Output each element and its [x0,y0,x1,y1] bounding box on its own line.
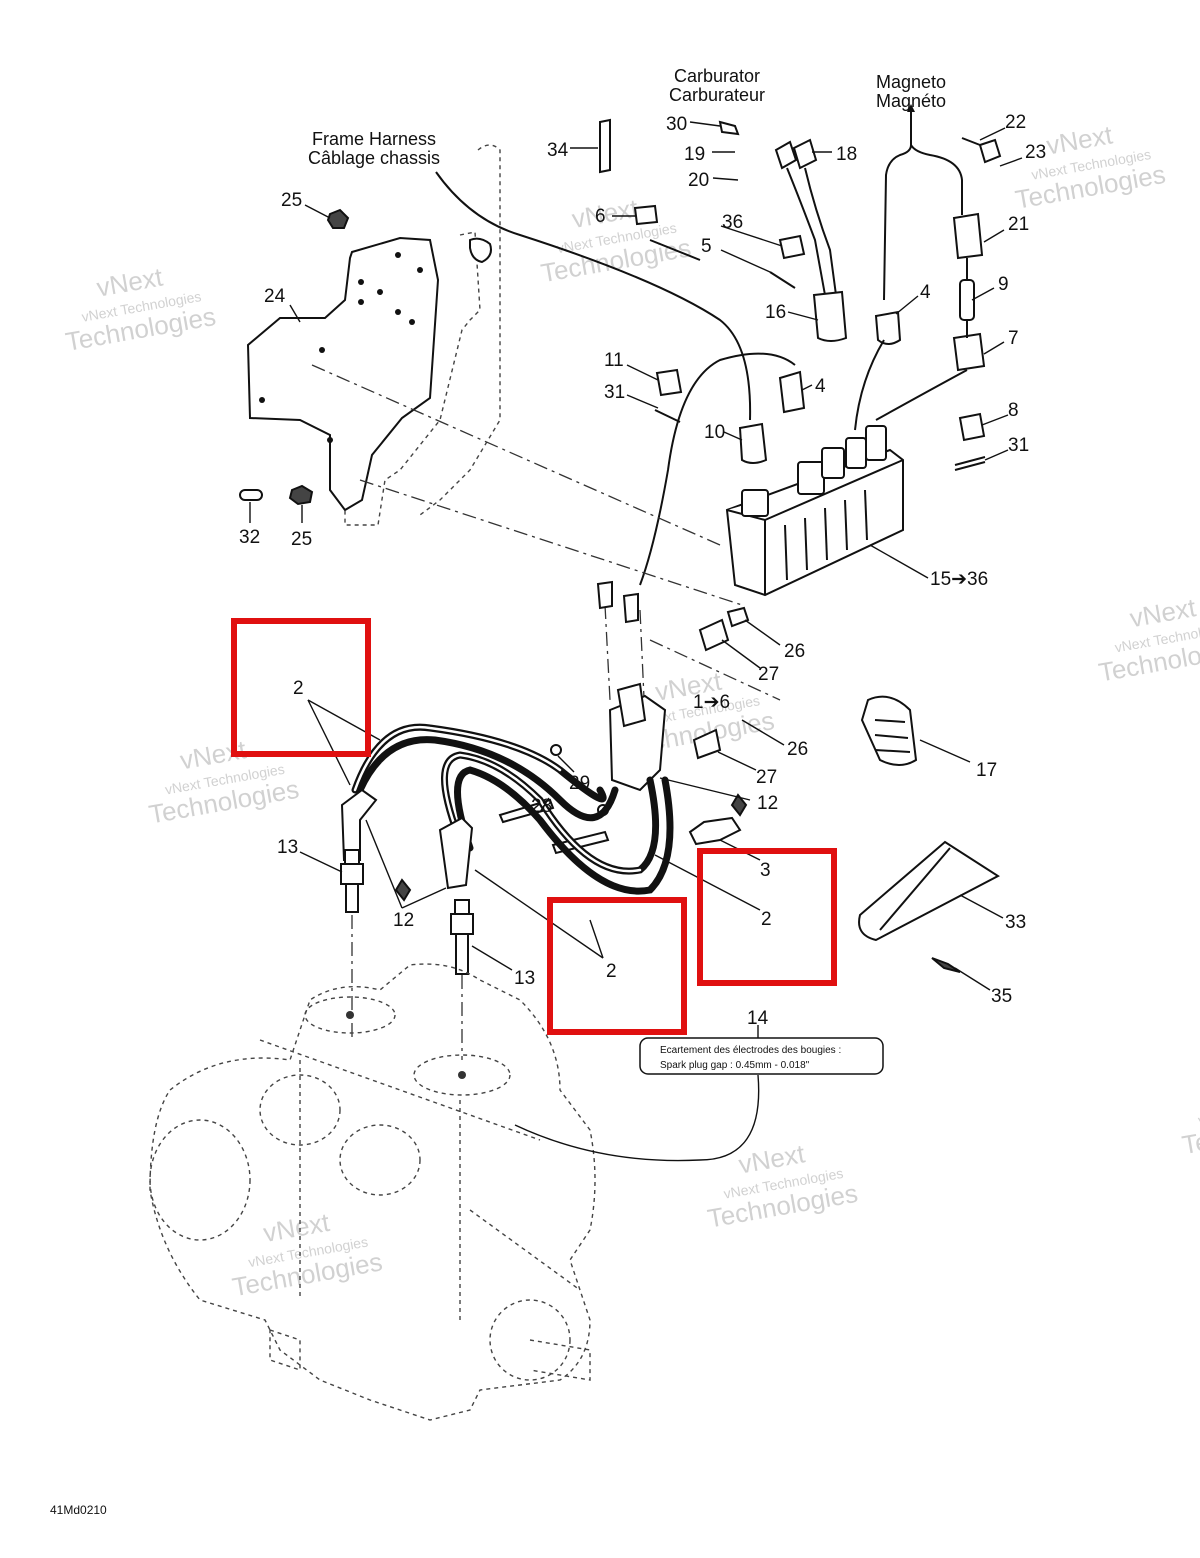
callout-7: 7 [1008,328,1019,349]
spark-plugs [340,793,748,975]
carburetor-connectors [599,118,848,342]
watermark-6: vNext vNext Technologies Technologies [1096,592,1200,687]
carburetor-heading: Carburator [674,66,760,86]
heat-shield [858,840,1000,973]
callout-27: 27 [756,767,777,788]
watermark-4: vNext vNext Technologies Technologies [147,734,302,829]
watermark-2: vNext vNext Technologies Technologies [539,193,694,288]
callout-30: 30 [666,114,687,135]
watermark-8: vNext vNext Technologies Technologies [705,1138,860,1233]
high-tension-cables [351,723,674,895]
gap-note-en: Spark plug gap : 0.45mm - 0.018" [660,1060,810,1071]
callout-25: 25 [281,190,302,211]
callout-31: 31 [1008,435,1029,456]
callout-26: 26 [784,641,805,662]
callout-4: 4 [815,376,826,397]
callout-2: 2 [761,909,772,930]
callout-17: 17 [976,760,997,781]
ignition-coil [498,580,750,855]
bracket-hardware [239,208,350,506]
cable-clip [860,695,918,766]
callout-27: 27 [758,664,779,685]
watermark-3: vNext vNext Technologies Technologies [1013,119,1168,214]
frame-harness-heading-fr: Câblage chassis [308,148,440,168]
magneto-connectors [854,137,1002,431]
frame-harness-branch [639,352,796,586]
callout-16: 16 [765,302,786,323]
callout-13: 13 [277,837,298,858]
callout-1-6: 1➔6 [693,692,730,713]
drawing-code: 41Md0210 [50,1503,107,1517]
highlight-boxes [231,618,837,1035]
callout-21: 21 [1008,214,1029,235]
callout-12: 12 [393,910,414,931]
callout-36: 36 [722,212,743,233]
ignition-module [725,425,904,597]
engine-block [149,963,596,1421]
frame-harness-wire [435,171,752,421]
mounting-bracket [246,144,501,526]
magneto-branch-lines [883,104,963,301]
callout-35: 35 [991,986,1012,1007]
callout-20: 20 [688,170,709,191]
watermark-1: vNext vNext Technologies Technologies [63,261,218,356]
callout-24: 24 [264,286,286,307]
callout-2: 2 [293,678,304,699]
highlight-box-cable-2-right [697,848,837,986]
callout-10: 10 [704,422,725,443]
callout-32: 32 [239,527,260,548]
watermark-9: vNext vNext Technologies Technologies [1180,1091,1200,1160]
callout-29: 29 [569,773,590,794]
callout-13: 13 [514,968,535,989]
spark-plug-gap-note: Ecartement des électrodes des bougies : … [514,1025,884,1162]
callout-15-36: 15➔36 [930,569,988,590]
frame-harness-heading: Frame Harness [312,129,436,149]
callout-6: 6 [595,206,606,227]
magneto-heading: Magneto [876,72,946,92]
callout-34: 34 [547,140,569,161]
highlight-box-cable-2-left [231,618,371,757]
callout-26: 26 [787,739,808,760]
callouts: 30 19 20 18 34 22 23 21 9 7 4 4 16 6 36 … [239,112,1046,1029]
callout-5: 5 [701,236,712,257]
carburetor-heading-fr: Carburateur [669,85,765,105]
callout-2: 2 [606,961,617,982]
gap-note-fr: Ecartement des électrodes des bougies : [660,1045,841,1056]
callout-9: 9 [998,274,1009,295]
leader-lines [249,121,1023,991]
callout-8: 8 [1008,400,1019,421]
callout-22: 22 [1005,112,1026,133]
spark-plug-caps [340,788,474,890]
callout-3: 3 [760,860,771,881]
magneto-heading-fr: Magnéto [876,91,946,111]
watermark-7: vNext vNext Technologies Technologies [230,1207,385,1302]
callout-18: 18 [836,144,857,165]
callout-12: 12 [757,793,778,814]
callout-11: 11 [604,350,624,371]
callout-23: 23 [1025,142,1046,163]
harness-connectors [633,204,986,471]
callout-25: 25 [291,529,312,550]
callout-19: 19 [684,144,705,165]
callout-14: 14 [747,1008,769,1029]
callout-4: 4 [920,282,931,303]
callout-33: 33 [1005,912,1026,933]
highlight-box-cable-2-center [547,897,687,1035]
callout-31: 31 [604,382,625,403]
callout-28: 28 [531,796,552,817]
